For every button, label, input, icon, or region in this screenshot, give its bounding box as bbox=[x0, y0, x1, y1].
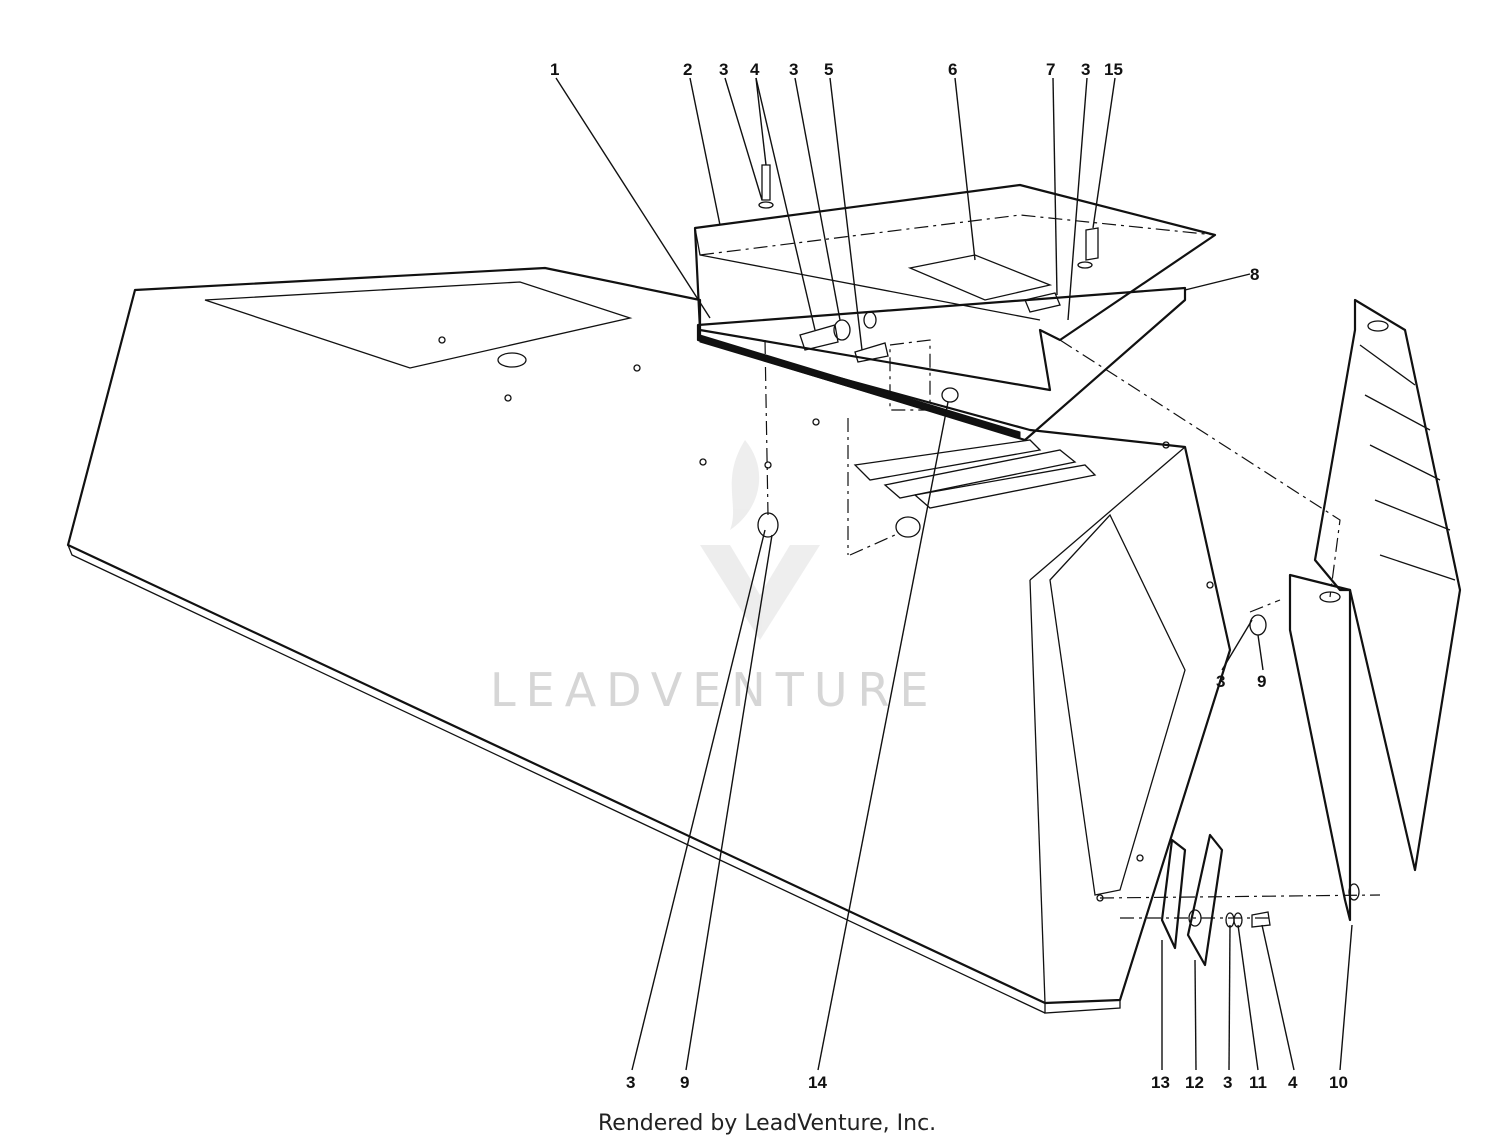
callout-14: 14 bbox=[808, 1073, 827, 1092]
callout-6: 6 bbox=[948, 60, 957, 79]
callout-5: 5 bbox=[824, 60, 833, 79]
callout-labels: 1 2 3 4 3 5 6 7 3 15 8 3 9 3 9 14 13 12 … bbox=[550, 60, 1348, 1092]
callout-3-top-b: 3 bbox=[789, 60, 798, 79]
callout-12: 12 bbox=[1185, 1073, 1204, 1092]
callout-3-top: 3 bbox=[719, 60, 728, 79]
callout-1: 1 bbox=[550, 60, 559, 79]
callout-7: 7 bbox=[1046, 60, 1055, 79]
callout-2: 2 bbox=[683, 60, 692, 79]
callout-3-bottom: 3 bbox=[626, 1073, 635, 1092]
callout-10: 10 bbox=[1329, 1073, 1348, 1092]
callout-3-mid: 3 bbox=[1216, 672, 1225, 691]
callout-9-bottom: 9 bbox=[680, 1073, 689, 1092]
leader-lines bbox=[555, 77, 1353, 1071]
callout-4-bottom: 4 bbox=[1288, 1073, 1298, 1092]
callout-15: 15 bbox=[1104, 60, 1123, 79]
callout-3-bottom-b: 3 bbox=[1223, 1073, 1232, 1092]
hinge-assembly bbox=[1160, 833, 1271, 967]
fasteners bbox=[757, 164, 1267, 636]
assembly-lines bbox=[764, 339, 1381, 919]
grille-assembly bbox=[1288, 298, 1462, 922]
footer-credit: Rendered by LeadVenture, Inc. bbox=[598, 1111, 936, 1136]
callout-13: 13 bbox=[1151, 1073, 1170, 1092]
callout-3-top-c: 3 bbox=[1081, 60, 1090, 79]
watermark-logo bbox=[700, 440, 820, 640]
callout-9-mid: 9 bbox=[1257, 672, 1266, 691]
callout-8: 8 bbox=[1250, 265, 1259, 284]
housing-body bbox=[66, 266, 1232, 1014]
callout-11: 11 bbox=[1249, 1073, 1267, 1092]
rail-channel bbox=[696, 286, 1187, 442]
callout-4-top: 4 bbox=[750, 60, 760, 79]
top-cover-panel bbox=[693, 183, 1217, 392]
watermark-text: LEADVENTURE bbox=[490, 663, 939, 717]
